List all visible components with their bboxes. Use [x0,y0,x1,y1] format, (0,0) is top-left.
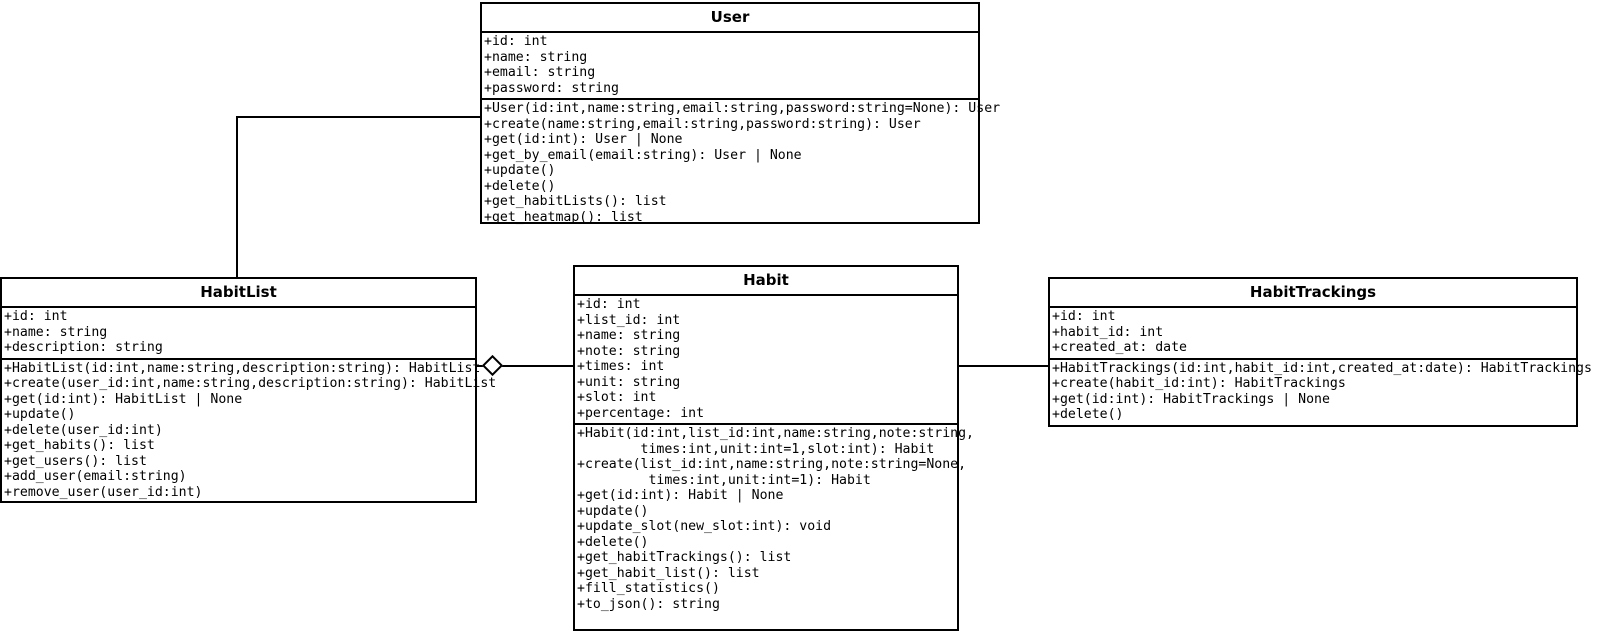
class-title-habittrackings: HabitTrackings [1050,279,1576,308]
method-row: +get(id:int): HabitTrackings | None [1052,391,1330,407]
method-row: +Habit(id:int,list_id:int,name:string,no… [577,426,974,441]
class-methods-habit: +Habit(id:int,list_id:int,name:string,no… [575,425,974,614]
method-row: +delete(user_id:int) [4,422,163,438]
method-row: +update() [577,503,649,519]
method-row: +get_habitTrackings(): list [577,550,792,565]
method-row: +get_users(): list [4,453,147,469]
attribute-row: +habit_id: int [1052,324,1164,340]
class-box-habit[interactable]: Habit +id: int +list_id: int +name: stri… [573,265,974,631]
class-box-user[interactable]: User +id: int +name: string +email: stri… [480,2,1001,227]
method-row: +create(name:string,email:string,passwor… [484,116,921,132]
method-row: +delete() [1052,407,1124,422]
method-row: +create(habit_id:int): HabitTrackings [1052,376,1346,391]
attribute-row: +id: int [484,34,548,49]
attribute-row: +percentage: int [577,405,705,421]
class-methods-habittrackings: +HabitTrackings(id:int,habit_id:int,crea… [1050,360,1592,425]
attribute-row: +id: int [4,309,68,324]
method-row: +update_slot(new_slot:int): void [577,519,832,534]
class-box-habittrackings[interactable]: HabitTrackings +id: int +habit_id: int +… [1048,277,1592,427]
method-row: +delete() [577,534,649,550]
method-row: +create(user_id:int,name:string,descript… [4,376,497,391]
class-title-habit: Habit [575,267,957,296]
attribute-row: +name: string [4,324,108,340]
class-attributes-habitlist: +id: int +name: string +description: str… [2,308,475,360]
attribute-row: +description: string [4,340,163,355]
method-row: +delete() [484,178,556,194]
method-row: +remove_user(user_id:int) [4,484,203,500]
method-row: +update() [484,163,556,178]
class-attributes-user: +id: int +name: string +email: string +p… [482,33,978,100]
attribute-row: +name: string [577,328,681,343]
edge-habit-habittrackings [957,365,1051,367]
edge-habitlist-habit [477,365,575,367]
class-title-user: User [482,4,978,33]
method-row: +get_by_email(email:string): User | None [484,147,802,163]
attribute-row: +note: string [577,343,681,359]
attribute-row: +unit: string [577,374,681,390]
method-row: +get_habitLists(): list [484,194,667,209]
attribute-row: +name: string [484,49,588,65]
method-row: +fill_statistics() [577,581,720,596]
attribute-row: +slot: int [577,390,657,405]
method-row: +get_habit_list(): list [577,565,760,581]
class-attributes-habittrackings: +id: int +habit_id: int +created_at: dat… [1050,308,1576,360]
attribute-row: +email: string [484,65,596,80]
method-row: +HabitTrackings(id:int,habit_id:int,crea… [1052,360,1592,376]
method-row: times:int,unit:int=1,slot:int): Habit [577,441,935,457]
attribute-row: +created_at: date [1052,340,1187,355]
edge-user-habitlist-horizontal [236,116,482,118]
class-title-habitlist: HabitList [2,279,475,308]
attribute-row: +list_id: int [577,312,681,328]
attribute-row: +id: int [1052,309,1116,324]
method-row: +get(id:int): HabitList | None [4,391,243,407]
class-box-habitlist[interactable]: HabitList +id: int +name: string +descri… [0,277,497,503]
method-row: +get_habits(): list [4,438,155,453]
class-attributes-habit: +id: int +list_id: int +name: string +no… [575,296,957,425]
method-row: +HabitList(id:int,name:string,descriptio… [4,360,481,376]
attribute-row: +times: int [577,359,665,374]
method-row: +User(id:int,name:string,email:string,pa… [484,101,1001,116]
method-row: +create(list_id:int,name:string,note:str… [577,457,967,472]
class-methods-user: +User(id:int,name:string,email:string,pa… [482,100,1001,227]
class-methods-habitlist: +HabitList(id:int,name:string,descriptio… [2,360,497,503]
edge-user-habitlist-vertical [236,116,238,278]
method-row: +get(id:int): User | None [484,132,683,147]
method-row: +add_user(email:string) [4,469,187,484]
attribute-row: +password: string [484,80,619,96]
method-row: +get(id:int): Habit | None [577,488,784,503]
method-row: +update() [4,407,76,422]
aggregation-diamond-habitlist [481,354,504,377]
attribute-row: +id: int [577,297,641,312]
method-row: +get_heatmap(): list [484,209,643,225]
method-row: times:int,unit:int=1): Habit [577,472,871,488]
method-row: +to_json(): string [577,596,720,612]
